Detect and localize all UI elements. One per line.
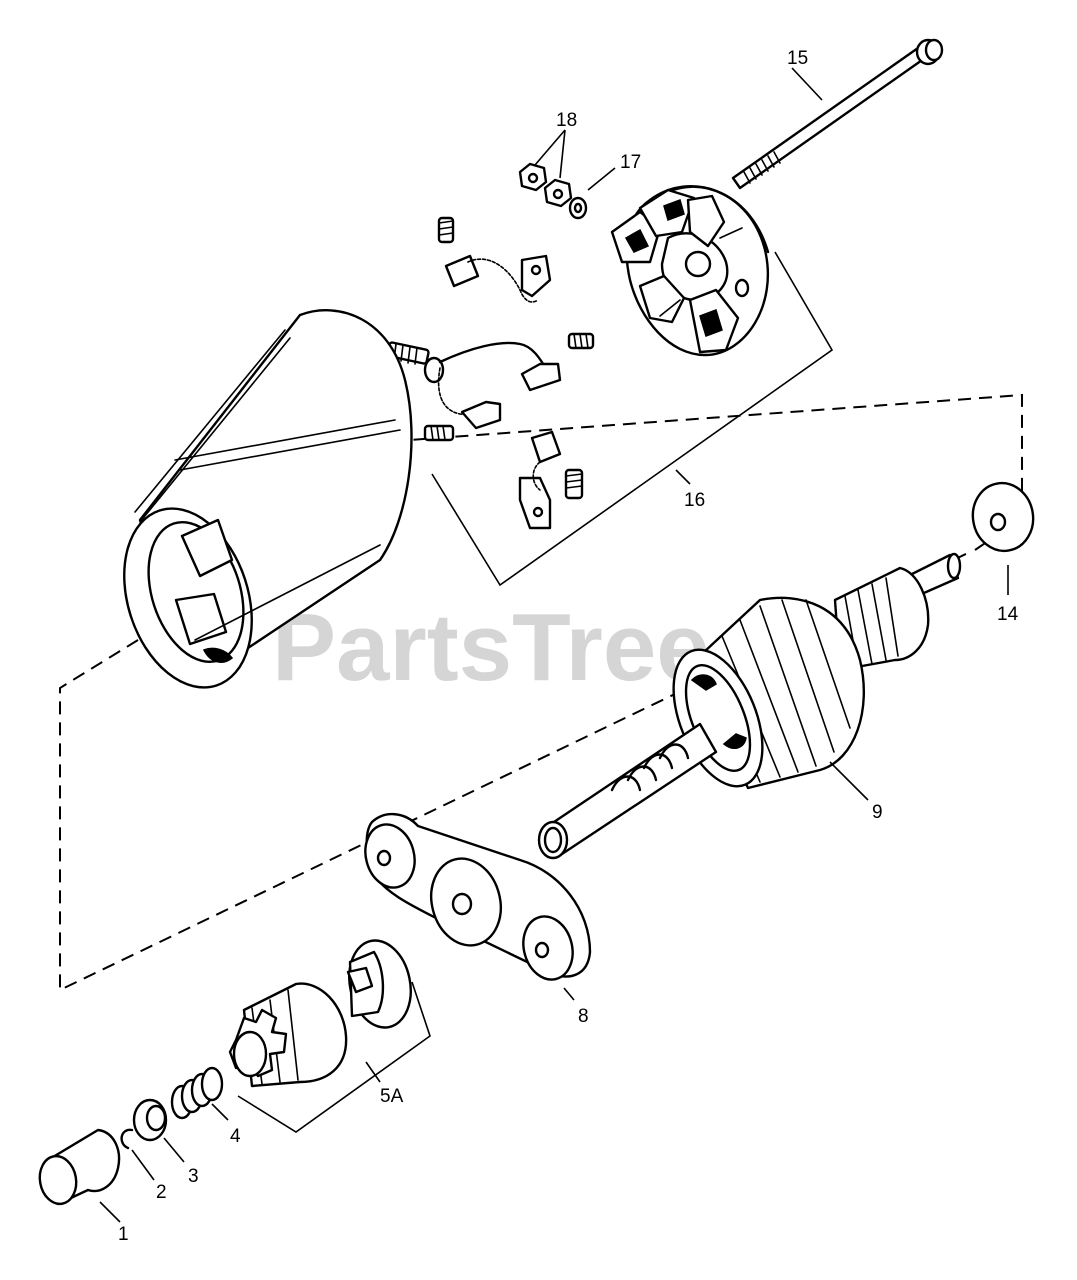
callout-2: 2 <box>156 1182 167 1203</box>
brush-spring-bottom <box>564 468 584 500</box>
brush-spring-top <box>437 216 455 244</box>
brush-plate-assembly <box>386 185 834 587</box>
callout-4: 4 <box>230 1126 241 1147</box>
through-bolt <box>731 38 944 190</box>
callout-16: 16 <box>684 490 705 511</box>
callout-17: 17 <box>620 152 641 173</box>
watermark: PartsTree ™ <box>272 594 806 701</box>
leader-lines <box>99 67 1009 1223</box>
washer <box>568 196 588 220</box>
drive-end-plate <box>364 813 592 981</box>
callout-9: 9 <box>872 802 883 823</box>
motor-frame <box>123 309 413 689</box>
drive-spring <box>170 1066 224 1120</box>
callout-5a: 5A <box>380 1086 404 1107</box>
callout-1: 1 <box>118 1224 129 1245</box>
nuts <box>518 162 573 208</box>
brush-spring-left <box>423 424 455 442</box>
callout-3: 3 <box>188 1166 199 1187</box>
brush-top <box>444 254 552 303</box>
thrust-washer <box>971 481 1035 553</box>
callouts: 15 18 17 16 14 9 8 5A 4 3 2 1 <box>118 48 1019 1245</box>
retaining-ring <box>120 1128 134 1150</box>
callout-15: 15 <box>787 48 808 69</box>
brush-middle <box>460 362 562 430</box>
callout-18: 18 <box>556 110 577 131</box>
stop-collar <box>132 1098 168 1142</box>
dust-cover <box>38 1128 121 1206</box>
callout-14: 14 <box>997 604 1019 625</box>
drive-assembly <box>228 939 431 1133</box>
brush-spring-right <box>567 332 595 350</box>
armature <box>537 552 962 860</box>
brush-bottom <box>518 430 562 530</box>
callout-8: 8 <box>578 1006 589 1027</box>
watermark-text: PartsTree <box>272 594 710 701</box>
